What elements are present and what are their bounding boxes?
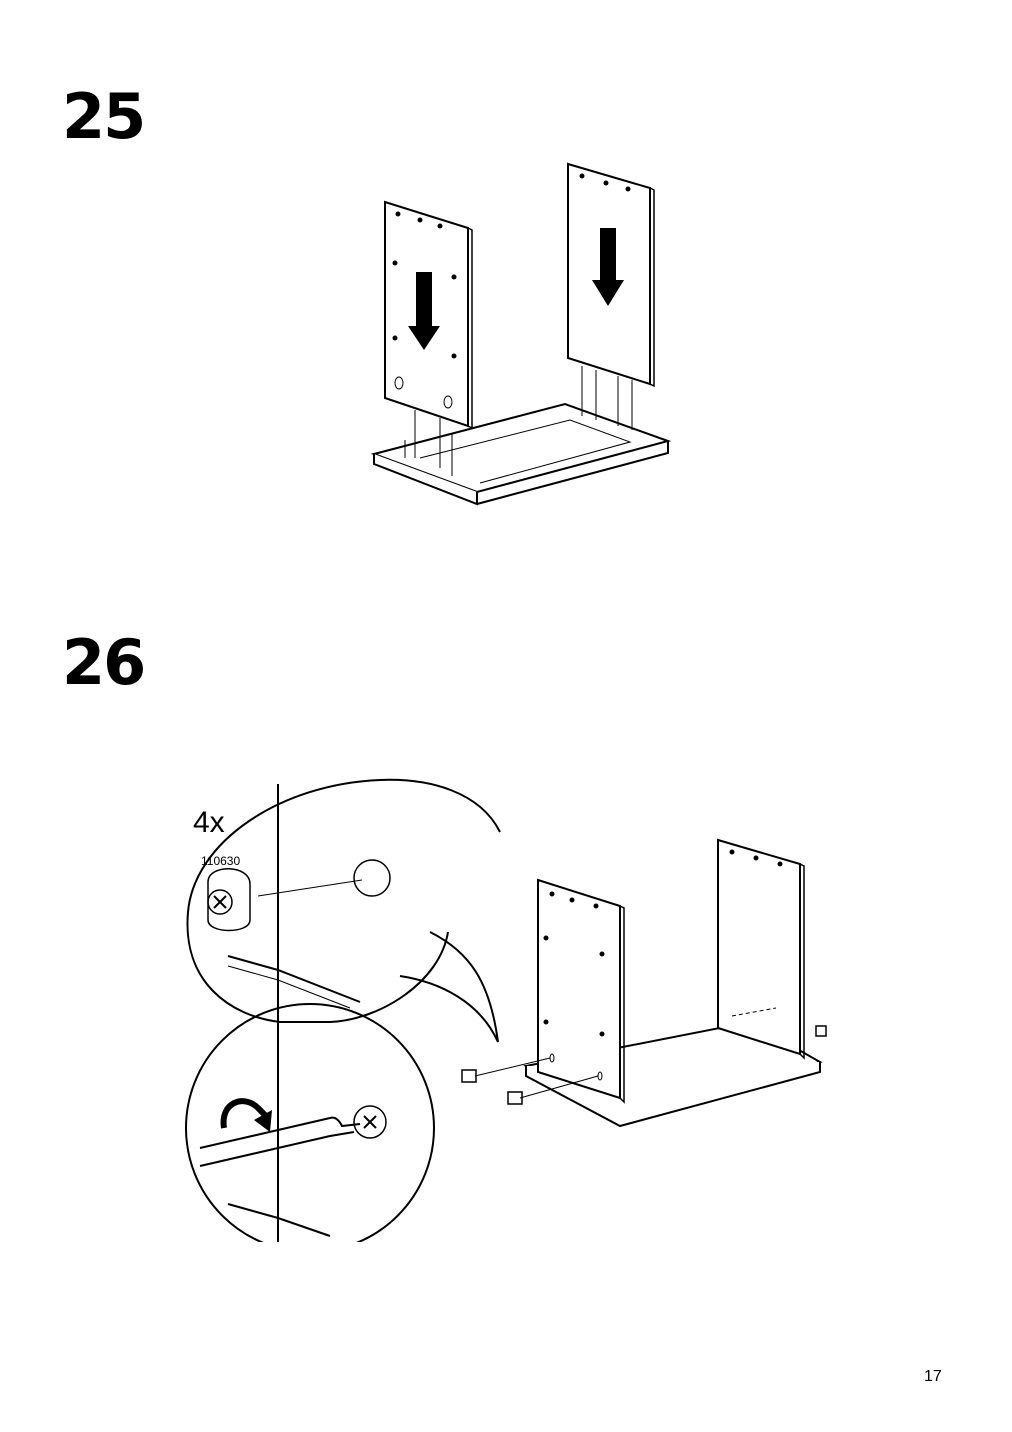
detail-circle-tighten [185,1003,435,1242]
rotate-clockwise-icon [220,1098,269,1129]
detail-circle-insert [186,778,501,1043]
base-panel [370,402,672,506]
down-arrow-icon [408,272,440,350]
cabinet-assembly [461,838,827,1128]
quantity-label: 4x [193,806,225,839]
step-number-26: 26 [62,626,146,699]
page-number: 17 [924,1368,942,1385]
cam-lock-icon [507,1091,523,1105]
left-side-panel [384,200,473,476]
cam-lock-head-icon [353,1105,387,1139]
down-arrow-icon [592,228,624,306]
cam-lock-icon [461,1069,477,1083]
step-25-illustration [370,162,672,506]
step-26-illustration [185,778,827,1242]
cam-lock-icon [207,868,251,932]
part-number-label: 110630 [201,854,241,868]
step-number-25: 25 [62,80,146,153]
cam-hole [353,859,391,897]
cam-lock-icon [815,1025,827,1037]
right-side-panel [567,162,655,430]
